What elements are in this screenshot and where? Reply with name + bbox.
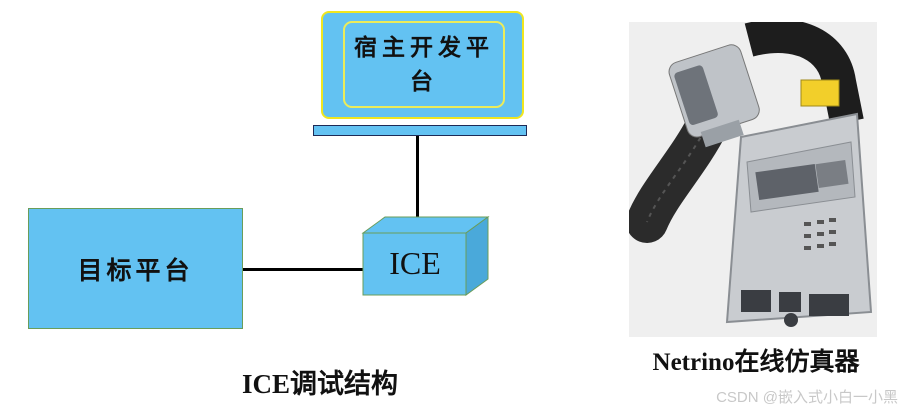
host-monitor-stand [313, 125, 527, 136]
emulator-photo [626, 19, 877, 337]
ice-box-front-face [362, 232, 467, 296]
photo-caption: Netrino在线仿真器 [652, 349, 860, 376]
target-platform-label: 目标平台 [77, 255, 194, 285]
emulator-illustration [626, 19, 873, 327]
connector-host-ice [416, 136, 419, 224]
host-screen [343, 21, 505, 108]
diagram-caption: ICE调试结构 [241, 369, 398, 399]
watermark-text: CSDN @嵌入式小白一小黑 [716, 389, 898, 406]
host-monitor [321, 11, 524, 119]
ice-label: ICE [389, 244, 441, 281]
ice-box [361, 216, 490, 296]
host-platform-label: 宿主开发平台 [354, 33, 494, 95]
connector-target-ice [243, 268, 364, 271]
target-platform-box: 目标平台 [28, 208, 243, 329]
